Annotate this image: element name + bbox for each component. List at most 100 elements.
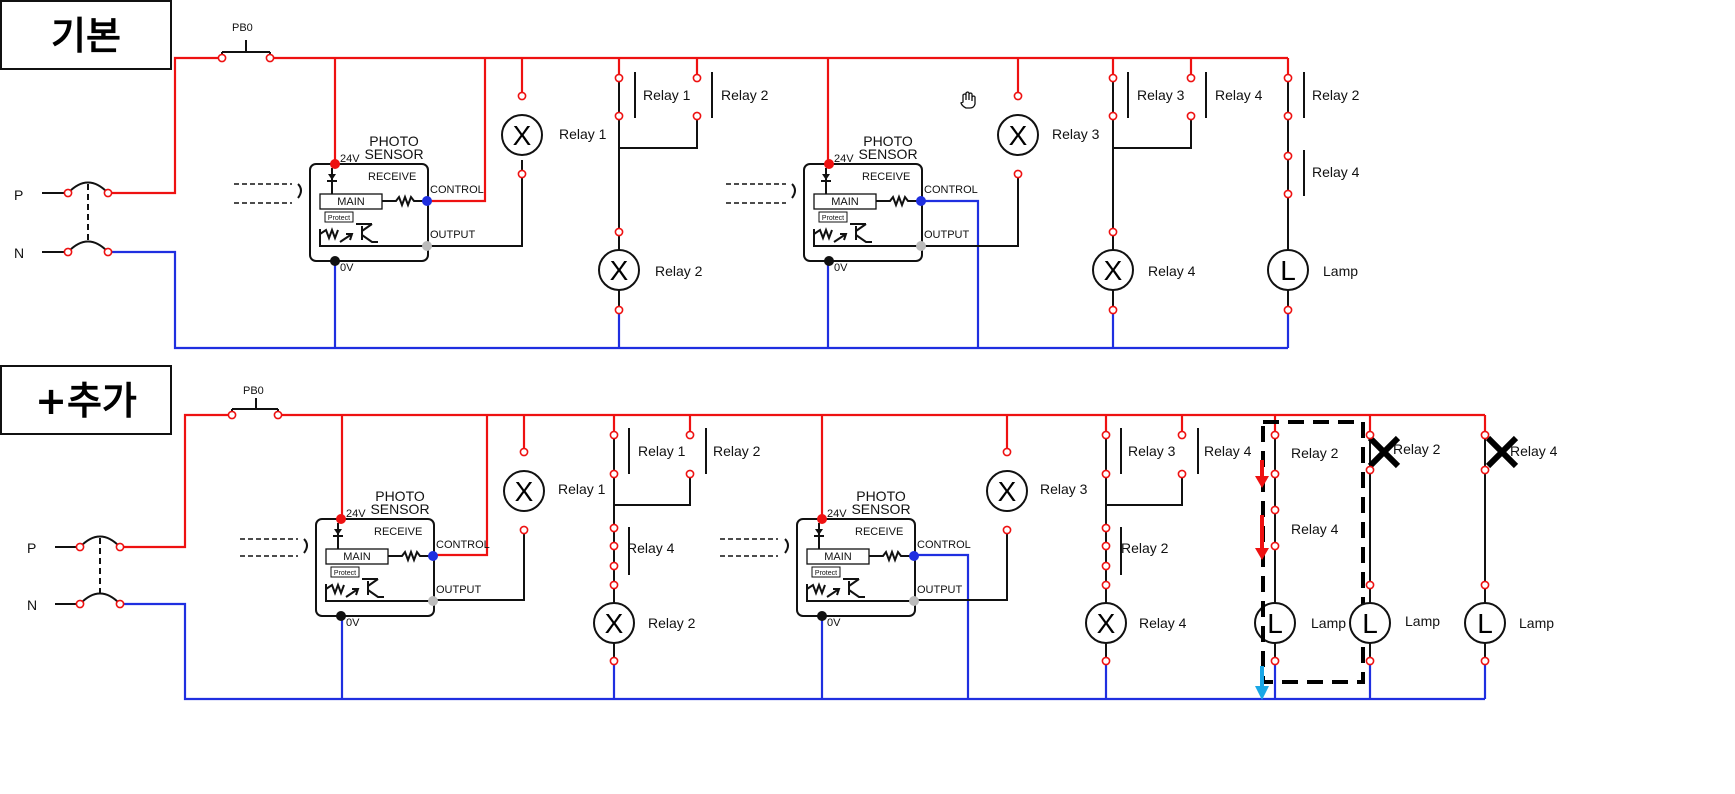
sensor-24v-dot [824, 159, 834, 169]
sensor-control-label: CONTROL [924, 184, 978, 196]
terminal-dot [217, 53, 227, 63]
terminal-dot [1365, 430, 1375, 440]
terminal-dot [609, 469, 619, 479]
terminal-dot [1283, 189, 1293, 199]
label-lampB: Lamp [1405, 613, 1440, 629]
terminal-dot [614, 227, 624, 237]
label-relay1-contact: Relay 1 [638, 443, 686, 459]
label-p: P [14, 187, 23, 203]
sensor-output-label: OUTPUT [436, 584, 482, 596]
label-relay4-coil: Relay 4 [1139, 615, 1187, 631]
sensor-control-label: CONTROL [436, 539, 490, 551]
terminal-dot [103, 247, 113, 257]
coil-symbol-letter: X [513, 120, 532, 151]
sensor-name-line2: SENSOR [851, 501, 910, 517]
terminal-dot [614, 305, 624, 315]
sensor-main-label: MAIN [343, 551, 371, 563]
label-lampA-relay4: Relay 4 [1291, 521, 1339, 537]
terminal-dot [227, 410, 237, 420]
label-relay2-contact: Relay 2 [721, 87, 769, 103]
label-relay3-contact: Relay 3 [1137, 87, 1185, 103]
coil-symbol-letter: X [605, 608, 624, 639]
sensor-0v-dot [824, 256, 834, 266]
terminal-dot [1480, 580, 1490, 590]
terminal-dot [1270, 656, 1280, 666]
label-lampC-relay4: Relay 4 [1510, 443, 1558, 459]
sensor-control-label: CONTROL [917, 539, 971, 551]
sensor-receive-label: RECEIVE [368, 171, 416, 183]
sensor-0v-dot [336, 611, 346, 621]
sensor-protect-label: Protect [328, 215, 350, 222]
terminal-dot [1101, 656, 1111, 666]
sensor-24v-label: 24V [346, 508, 366, 520]
sensor-name-line2: SENSOR [364, 146, 423, 162]
terminal-dot [1002, 525, 1012, 535]
sensor-text-group: PHOTOSENSOR24VRECEIVEMAINProtectCONTROLO… [328, 133, 978, 629]
sensor-name-line1: PHOTO [863, 133, 913, 149]
label-relay4-coil: Relay 4 [1148, 263, 1196, 279]
coil-symbol-letter: X [610, 255, 629, 286]
terminal-dot [1270, 469, 1280, 479]
terminal-dot [1108, 227, 1118, 237]
sensor-0v-label: 0V [346, 617, 360, 629]
lamp-symbol-letter: L [1280, 255, 1296, 286]
sensor-name-line2: SENSOR [370, 501, 429, 517]
sensor-main-label: MAIN [337, 196, 365, 208]
sensor-protect-label: Protect [822, 215, 844, 222]
terminal-dot [1002, 447, 1012, 457]
label-pb0: PB0 [232, 22, 253, 34]
terminal-dot [1365, 656, 1375, 666]
coil-symbol-letter: X [1009, 120, 1028, 151]
terminal-dot [115, 599, 125, 609]
terminal-dot [1283, 73, 1293, 83]
lamp-symbol-letter: L [1362, 608, 1378, 639]
sensor-output-dot [909, 596, 919, 606]
label-lampA: Lamp [1311, 615, 1346, 631]
terminal-dot [273, 410, 283, 420]
terminal-dot [685, 469, 695, 479]
terminal-dot [1177, 469, 1187, 479]
sensor-output-label: OUTPUT [430, 229, 476, 241]
sensor-main-label: MAIN [824, 551, 852, 563]
current-arrow-icon [1255, 515, 1269, 560]
sensor-24v-dot [817, 514, 827, 524]
sensor-name-line1: PHOTO [856, 488, 906, 504]
panel-title-box [0, 0, 172, 70]
terminal-dot [519, 525, 529, 535]
terminal-dot [692, 73, 702, 83]
terminal-dot [609, 523, 619, 533]
sensor-24v-label: 24V [340, 153, 360, 165]
terminal-dot [1101, 469, 1111, 479]
sensor-24v-dot [330, 159, 340, 169]
hand-cursor-icon [960, 91, 976, 109]
sensor-receive-label: RECEIVE [855, 526, 903, 538]
terminal-dot [63, 247, 73, 257]
sensor-protect-label: Protect [815, 570, 837, 577]
label-p: P [27, 540, 36, 556]
label-relay2-contact-b: Relay 2 [1121, 540, 1169, 556]
sensor-control-dot [916, 196, 926, 206]
sensor-receive-label: RECEIVE [374, 526, 422, 538]
label-relay2-coil: Relay 2 [648, 615, 696, 631]
terminal-dot [1365, 465, 1375, 475]
terminal-dot [1283, 305, 1293, 315]
sensor-control-dot [422, 196, 432, 206]
label-lampB-relay2: Relay 2 [1393, 441, 1441, 457]
label-pb0: PB0 [243, 385, 264, 397]
sensor-output-label: OUTPUT [924, 229, 970, 241]
sensor-0v-dot [330, 256, 340, 266]
label-lampC: Lamp [1519, 615, 1554, 631]
label-relay1-coil: Relay 1 [558, 481, 606, 497]
terminal-dot [1283, 111, 1293, 121]
label-relay2-contact: Relay 2 [713, 443, 761, 459]
label-lampA-relay2: Relay 2 [1291, 445, 1339, 461]
terminal-dot [1013, 169, 1023, 179]
sensor-0v-label: 0V [827, 617, 841, 629]
label-relay1-coil: Relay 1 [559, 126, 607, 142]
terminal-dot [1101, 580, 1111, 590]
terminal-dot [265, 53, 275, 63]
terminal-dot [1365, 580, 1375, 590]
panel-title-box [0, 365, 172, 435]
label-n: N [27, 597, 37, 613]
terminal-dot [1108, 305, 1118, 315]
